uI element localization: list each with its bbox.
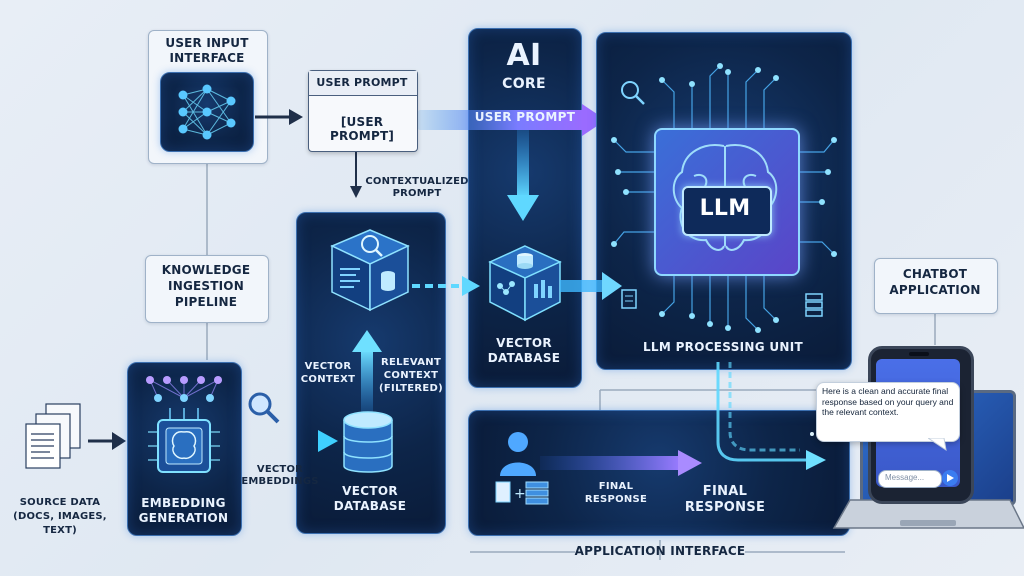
ai-core-database-cube-icon[interactable] — [482, 240, 568, 326]
user-prompt-body: [USER PROMPT] — [329, 115, 395, 143]
ai-core-title: AI — [506, 38, 542, 73]
arrow-to-user-prompt — [255, 109, 303, 125]
send-button[interactable] — [942, 470, 958, 486]
document-icon — [621, 289, 637, 309]
chat-bubble-text: Here is a clean and accurate final respo… — [822, 386, 954, 417]
llm-badge — [682, 186, 772, 236]
svg-text:+: + — [514, 486, 526, 502]
chatbot-application-panel — [874, 258, 998, 314]
arrow-relevant-context-up — [352, 330, 382, 414]
llm-circuit-traces — [611, 63, 837, 333]
arrow-final-response — [540, 450, 702, 476]
embedding-generation-label: EMBEDDING GENERATION — [138, 496, 229, 525]
chatbot-application-label: CHATBOT APPLICATION — [889, 267, 981, 297]
knowledge-ingestion-panel — [145, 255, 269, 323]
neural-network-tile[interactable] — [160, 72, 254, 152]
vector-context-label: VECTOR CONTEXT — [300, 361, 356, 385]
chat-bubble-tail — [928, 438, 947, 452]
arrow-user-prompt-to-llm — [418, 104, 606, 136]
llm-processing-unit-label: LLM PROCESSING UNIT — [642, 340, 804, 354]
arrow-ai-core-down — [507, 125, 539, 221]
final-response-large-label: FINAL RESPONSE — [684, 484, 766, 515]
vector-database-lower-label: VECTOR DATABASE — [333, 484, 407, 513]
arrow-vector-db-to-llm — [560, 272, 622, 300]
source-data-label: SOURCE DATA (DOCS, IMAGES, TEXT) — [13, 497, 107, 536]
embedding-network-icon — [146, 376, 222, 473]
user-prompt-arrow-label: USER PROMPT — [474, 110, 576, 124]
user-prompt-header: USER PROMPT — [316, 76, 408, 89]
user-prompt-box[interactable] — [308, 70, 418, 152]
magnifier-icon — [621, 81, 645, 105]
magnifying-glass-icon — [248, 392, 280, 424]
search-cube-icon[interactable] — [322, 222, 418, 318]
message-placeholder: Message... — [885, 473, 925, 482]
application-interface-label: APPLICATION INTERFACE — [574, 544, 746, 558]
ai-core-sub: CORE — [502, 76, 546, 92]
user-avatar-icon — [500, 432, 536, 476]
arrow-embeddings-to-db — [236, 430, 338, 452]
message-input[interactable]: Message... — [878, 470, 942, 488]
source-documents-icon[interactable] — [20, 400, 92, 480]
relevant-context-label: RELEVANT CONTEXT (FILTERED) — [379, 357, 443, 394]
arrow-source-to-embedding — [88, 432, 126, 450]
contextualized-prompt-label: CONTEXTUALIZED PROMPT — [365, 176, 469, 199]
arrow-db-to-ai-core — [412, 276, 480, 296]
vector-database-center-label: VECTOR DATABASE — [487, 336, 561, 365]
send-icon — [947, 474, 954, 482]
server-icon — [805, 293, 823, 317]
doc-plus-server-icon: + — [495, 481, 549, 505]
database-cylinder-icon[interactable] — [340, 408, 396, 478]
llm-label: LLM — [699, 196, 751, 221]
vector-embeddings-label: VECTOR EMBEDDINGS — [241, 464, 319, 487]
final-response-small-label: FINAL RESPONSE — [584, 481, 648, 505]
knowledge-ingestion-label: KNOWLEDGE INGESTION PIPELINE — [161, 263, 251, 309]
user-input-interface-label: USER INPUT INTERFACE — [165, 36, 249, 65]
chat-bubble — [816, 382, 960, 442]
neural-network-icon — [178, 84, 236, 140]
arrow-contextualized — [350, 152, 362, 198]
